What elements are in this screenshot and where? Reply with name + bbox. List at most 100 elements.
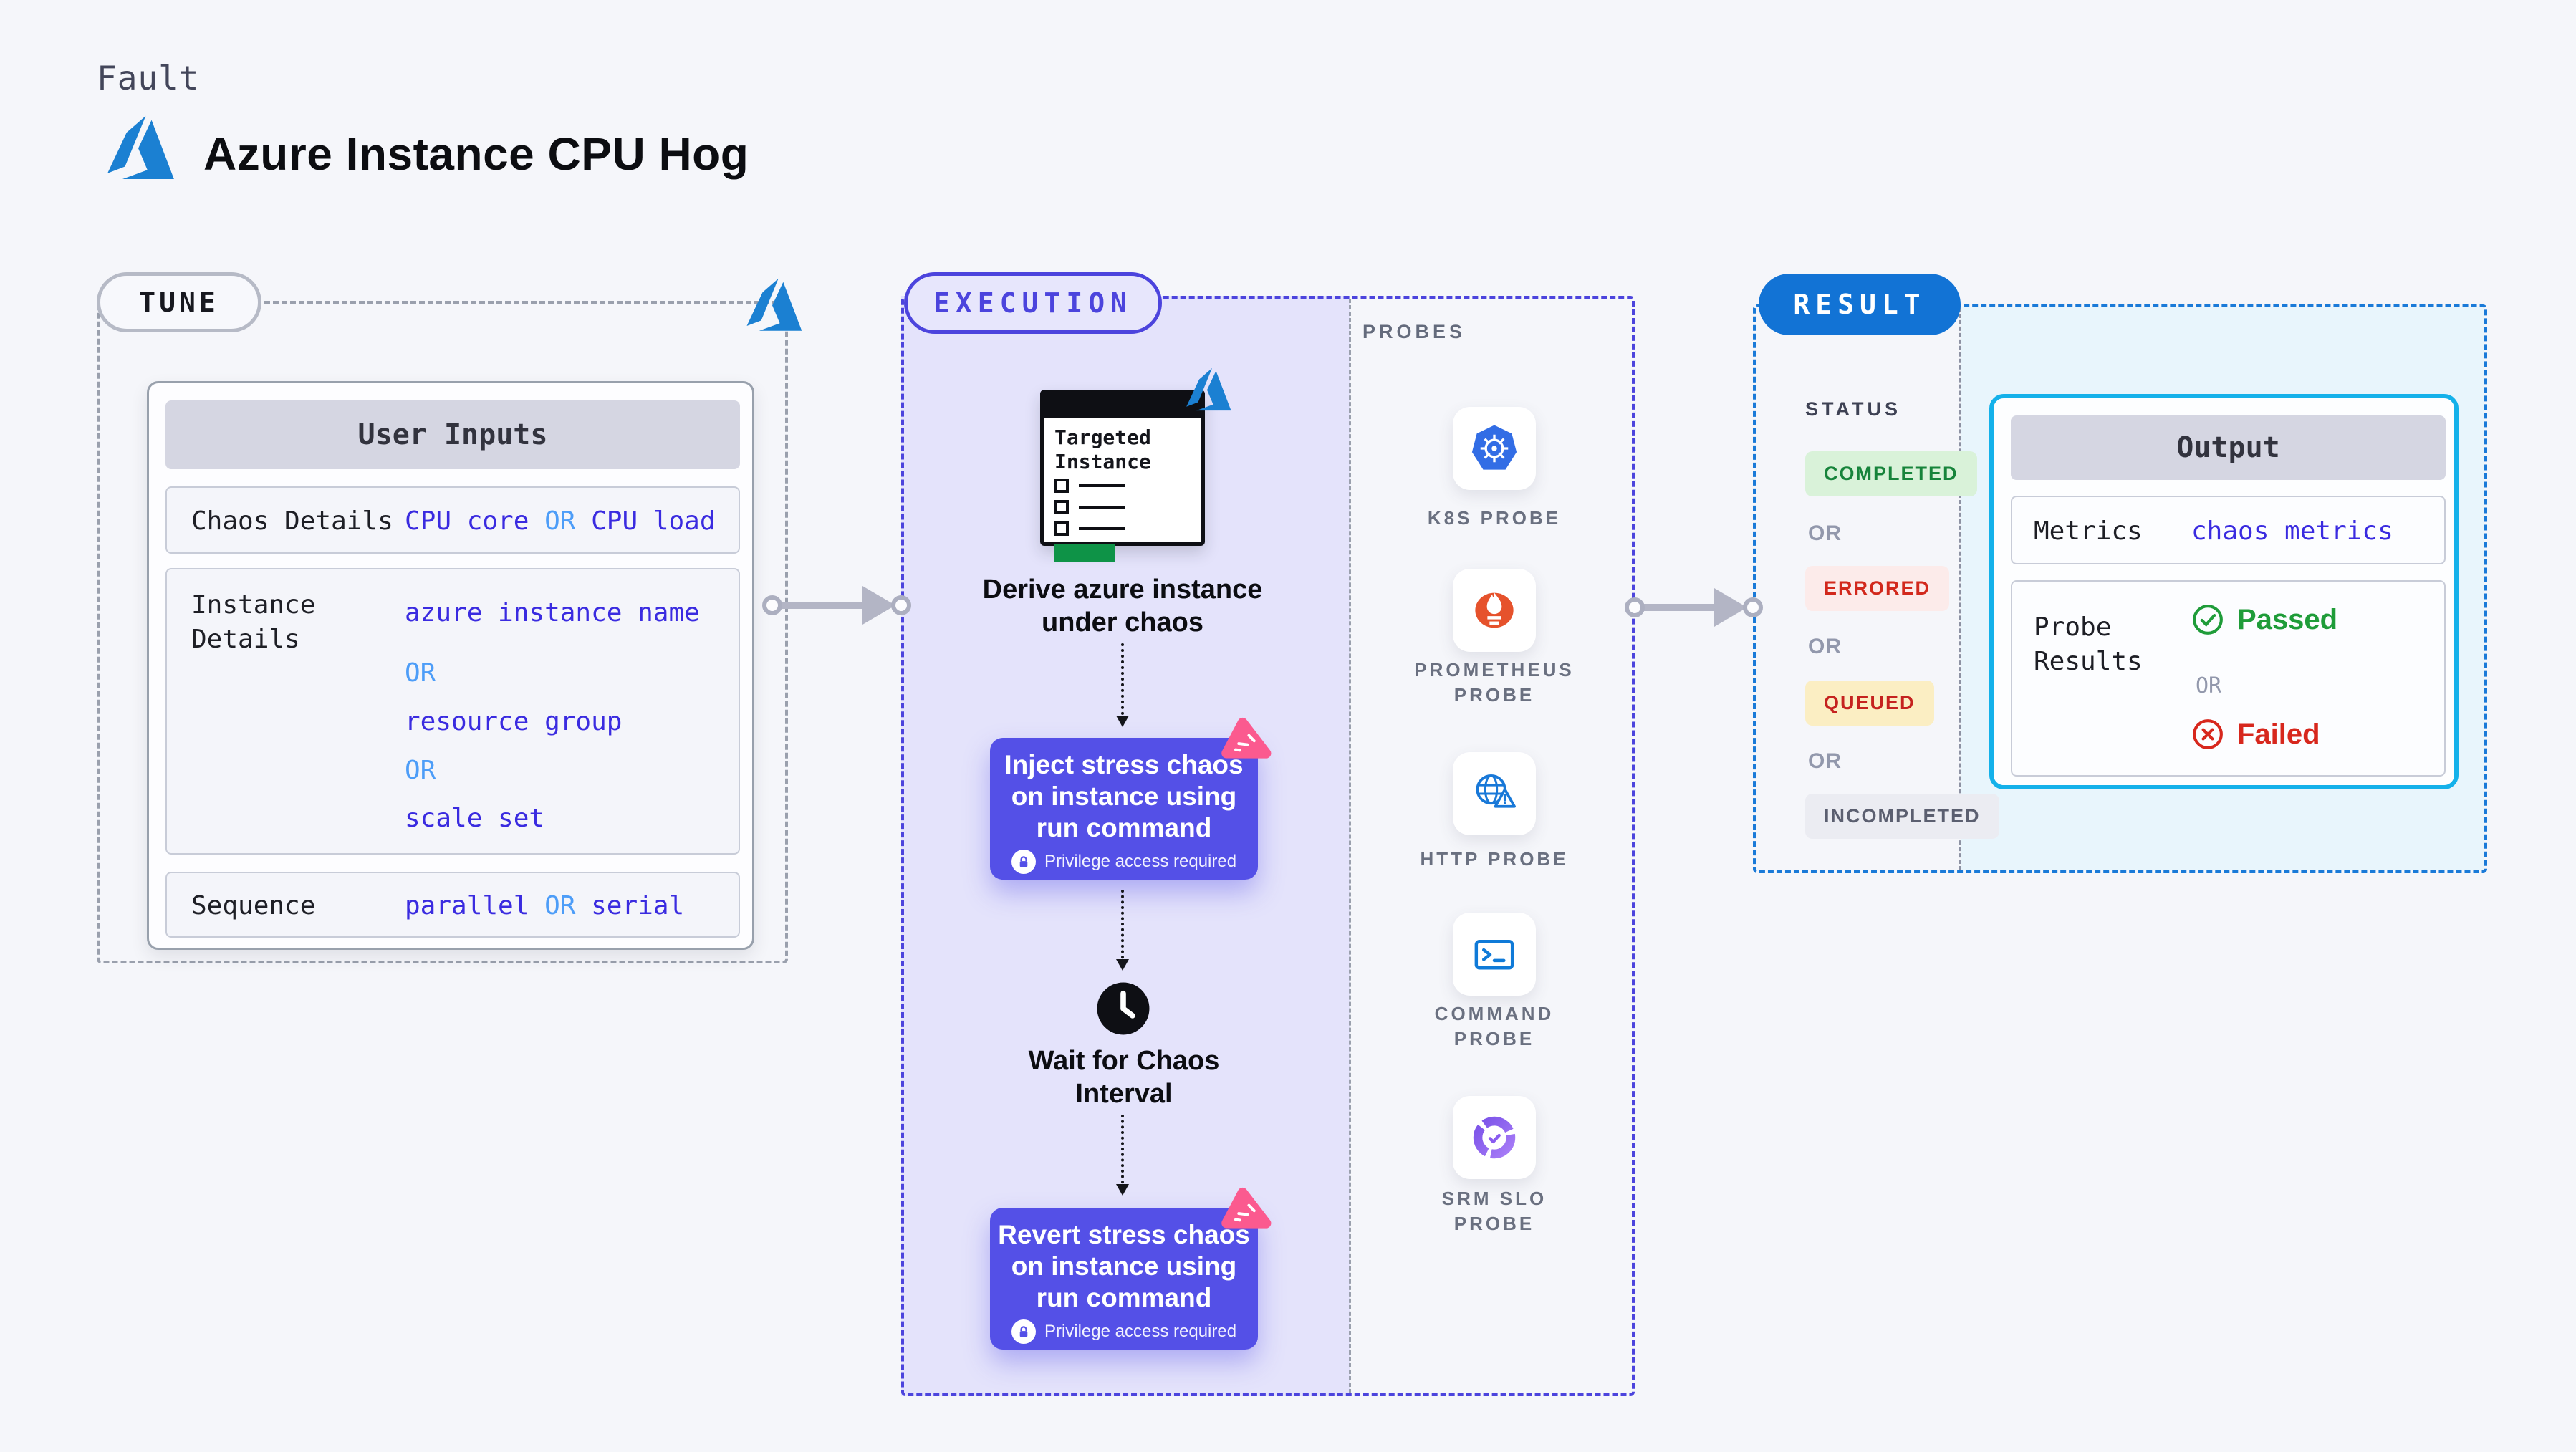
command-probe-card [1453, 913, 1536, 996]
chaos-value-a: CPU core [405, 506, 529, 536]
passed-item: Passed [2191, 603, 2337, 636]
probe-label: PROMETHEUS PROBE [1414, 659, 1575, 706]
instance-or-2: OR [405, 756, 436, 785]
status-badge-incompleted: INCOMPLETED [1805, 794, 1999, 839]
instance-value-3: scale set [405, 804, 545, 833]
prometheus-probe-icon [1475, 592, 1514, 628]
metrics-row: Metrics chaos metrics [2011, 496, 2446, 564]
chaos-engine-logo-icon [1213, 1181, 1276, 1244]
passed-check-icon [2193, 605, 2223, 635]
probe-results-line1: Probe [2034, 612, 2112, 642]
status-or: OR [1808, 749, 1842, 773]
progress-bar [1054, 544, 1115, 562]
targeted-line2: Instance [1054, 450, 1151, 473]
derive-line2: under chaos [1042, 607, 1203, 638]
privilege-badge: Privilege access required [990, 1319, 1258, 1344]
fault-eyebrow: Fault [97, 59, 200, 97]
revert-line3: run command [1036, 1283, 1212, 1312]
status-badge-queued: QUEUED [1805, 681, 1934, 726]
privilege-badge: Privilege access required [990, 850, 1258, 874]
wait-line2: Interval [1075, 1079, 1173, 1109]
azure-logo-icon [95, 112, 181, 195]
checkbox-row [1054, 479, 1125, 493]
probe-label: COMMAND PROBE [1434, 1003, 1554, 1049]
result-separator [1959, 307, 1961, 870]
targeted-instance-label: Targeted Instance [1054, 425, 1151, 474]
result-section-box [1753, 304, 2487, 873]
user-inputs-header: User Inputs [165, 400, 740, 469]
k8s-probe-icon [1471, 425, 1517, 470]
probe-label: K8S PROBE [1427, 507, 1562, 529]
azure-logo-icon [1178, 365, 1236, 421]
chaos-engine-logo-icon [1213, 711, 1276, 774]
privilege-text: Privilege access required [1044, 1322, 1237, 1341]
execution-section-box [901, 296, 1635, 1396]
revert-line2: on instance using [1011, 1251, 1237, 1281]
failed-x-icon [2193, 719, 2223, 749]
targeted-instance-window: Targeted Instance [1040, 390, 1205, 562]
k8s-probe-card [1453, 407, 1536, 490]
chaos-value-b: CPU load [591, 506, 716, 536]
targeted-line1: Targeted [1054, 425, 1151, 449]
instance-details-row: Instance Details azure instance name OR … [165, 568, 740, 855]
probe-label: HTTP PROBE [1420, 848, 1569, 870]
derive-instance-caption: Derive azure instance under chaos [961, 573, 1284, 639]
sequence-or: OR [544, 891, 576, 920]
window-title-bar [1044, 394, 1201, 418]
execution-badge: EXECUTION [904, 272, 1162, 334]
inject-chaos-node[interactable]: Inject stress chaos on instance using ru… [990, 738, 1258, 880]
http-probe-icon [1476, 774, 1516, 808]
execution-to-result-arrow [1625, 588, 1763, 627]
tune-section-box [97, 301, 788, 963]
user-inputs-table: User Inputs Chaos Details CPU core OR CP… [147, 381, 754, 950]
revert-line1: Revert stress chaos [998, 1220, 1250, 1249]
wait-caption: Wait for Chaos Interval [981, 1044, 1267, 1110]
flow-arrow-down [1116, 643, 1129, 727]
azure-logo-icon [736, 275, 808, 344]
sequence-row: Sequence parallel OR serial [165, 872, 740, 938]
instance-details-label: Instance Details [191, 588, 315, 657]
flow-arrow-down [1116, 890, 1129, 971]
sequence-value-b: serial [591, 891, 685, 920]
result-badge: RESULT [1759, 274, 1961, 335]
flow-arrow-down [1116, 1115, 1129, 1196]
chaos-details-row: Chaos Details CPU core OR CPU load [165, 486, 740, 554]
prometheus-probe-card [1453, 569, 1536, 652]
metrics-value: chaos metrics [2191, 516, 2393, 546]
revert-chaos-node[interactable]: Revert stress chaos on instance using ru… [990, 1208, 1258, 1350]
tune-badge: TUNE [97, 272, 261, 332]
instance-value-2: resource group [405, 707, 623, 736]
status-badge-completed: COMPLETED [1805, 451, 1977, 496]
instance-label-line1: Instance [191, 590, 316, 620]
wait-line1: Wait for Chaos [1028, 1046, 1220, 1076]
http-probe-card [1453, 752, 1536, 835]
probe-results-or: OR [2196, 673, 2222, 698]
output-table: Output Metrics chaos metrics Probe Resul… [1989, 394, 2459, 789]
inject-line1: Inject stress chaos [1004, 750, 1244, 779]
privilege-text: Privilege access required [1044, 852, 1237, 871]
probes-title: PROBES [1363, 321, 1466, 342]
derive-line1: Derive azure instance [982, 574, 1263, 605]
lock-icon [1011, 850, 1036, 874]
metrics-label: Metrics [2034, 516, 2143, 546]
sequence-value: parallel OR serial [405, 873, 684, 939]
srm-slo-probe-icon [1473, 1116, 1516, 1159]
tune-to-execution-arrow [762, 586, 911, 625]
page-title: Azure Instance CPU Hog [203, 128, 749, 180]
lock-icon [1011, 1319, 1036, 1344]
chaos-or: OR [544, 506, 576, 536]
status-badge-errored: ERRORED [1805, 566, 1950, 611]
instance-value-1: azure instance name [405, 598, 700, 628]
inject-line2: on instance using [1011, 782, 1237, 811]
chaos-details-label: Chaos Details [191, 506, 393, 536]
status-or: OR [1808, 635, 1842, 658]
clock-icon [1096, 981, 1150, 1036]
probe-results-row: Probe Results Passed OR Failed [2011, 580, 2446, 777]
passed-text: Passed [2237, 603, 2338, 635]
probe-results-label: Probe Results [2034, 610, 2143, 679]
status-or: OR [1808, 521, 1842, 545]
instance-label-line2: Details [191, 625, 300, 654]
inject-line3: run command [1036, 813, 1212, 842]
checkbox-row [1054, 521, 1125, 536]
